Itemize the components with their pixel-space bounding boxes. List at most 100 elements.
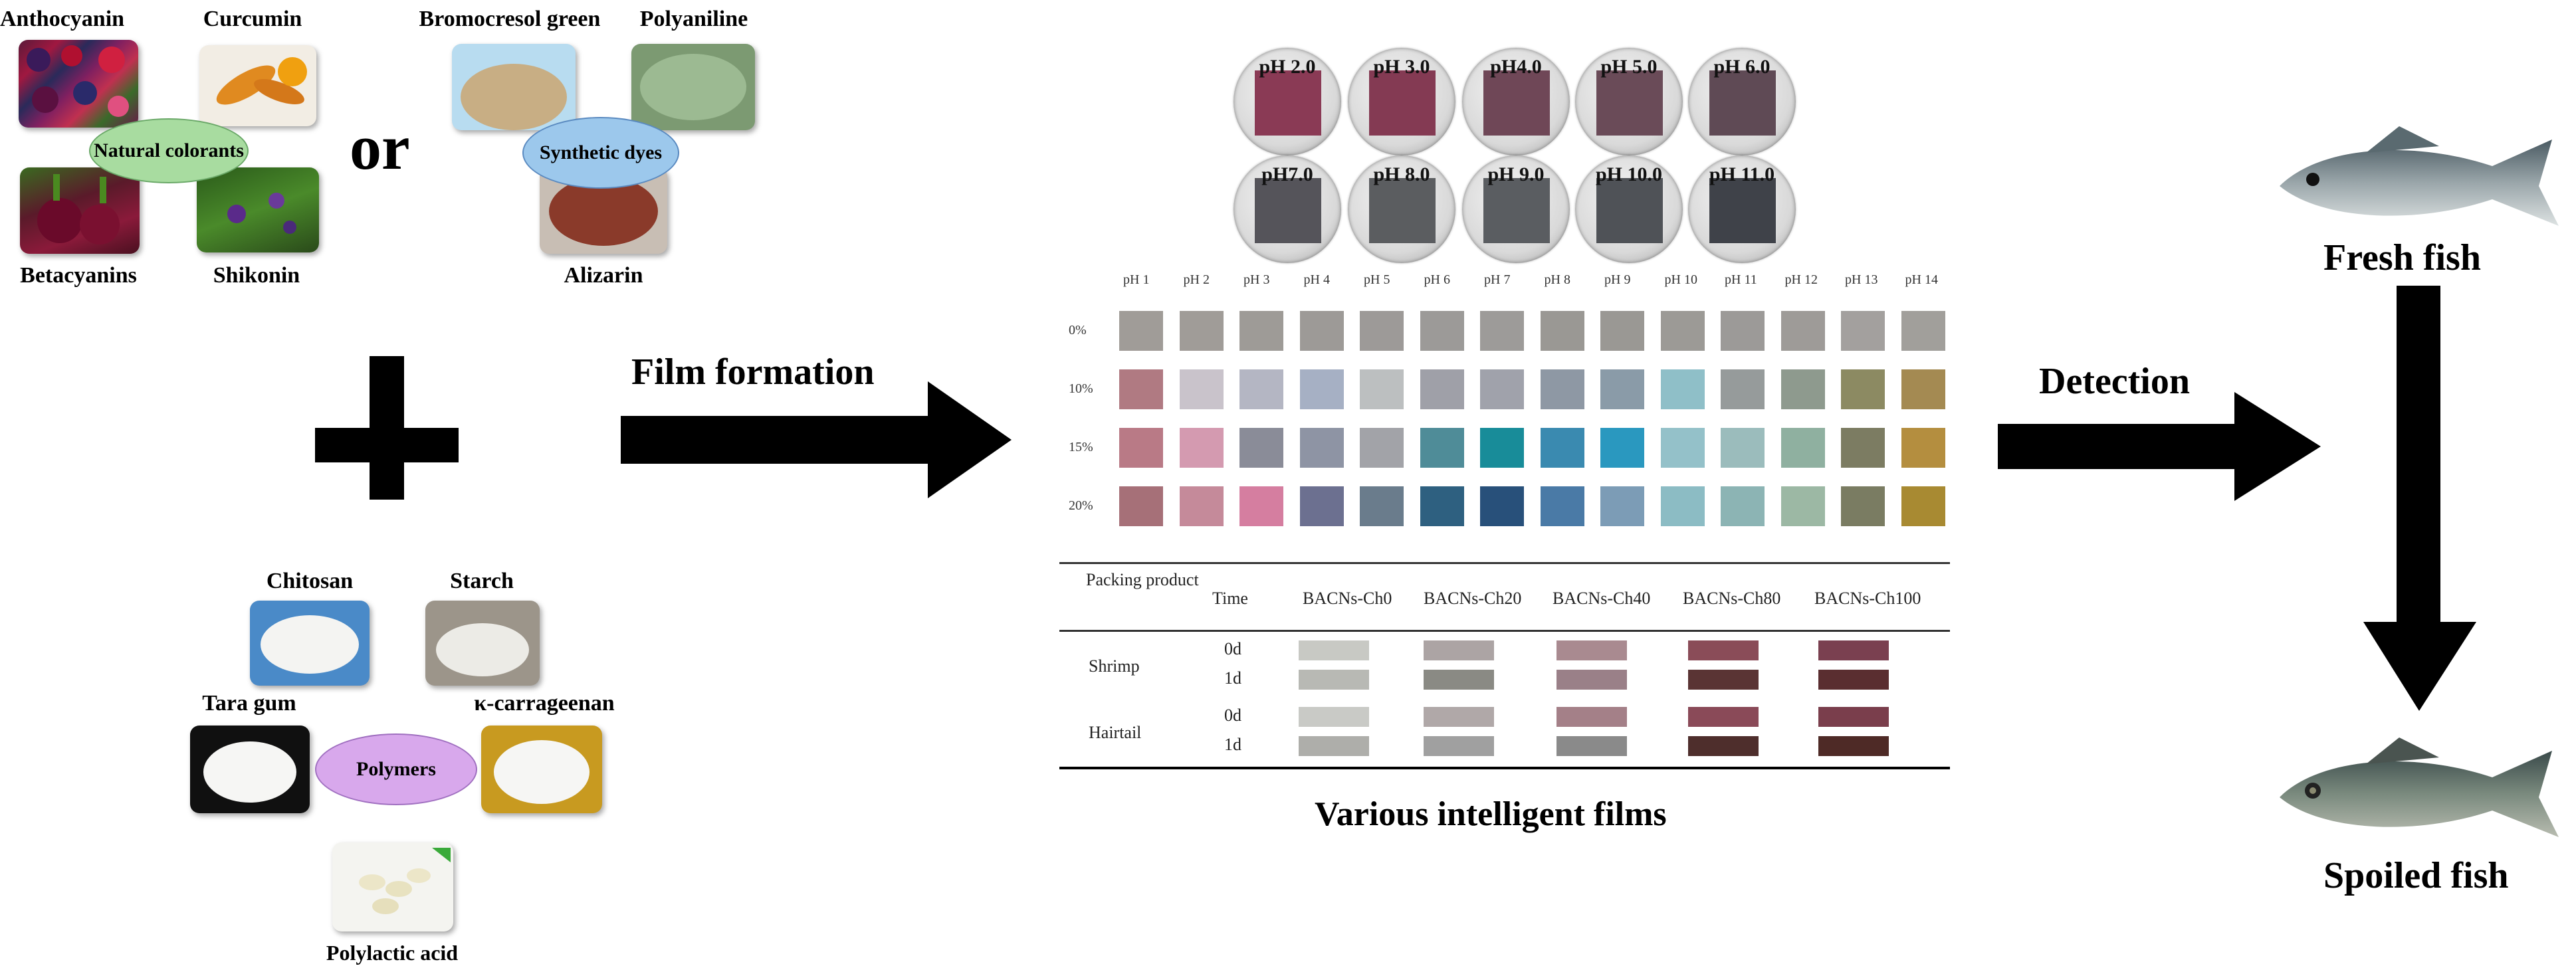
fresh-fish-label: Fresh fish [2323, 237, 2481, 278]
petri-dish: pH 2.0 [1234, 48, 1341, 155]
ph-column-header: pH 3 [1243, 272, 1270, 287]
concentration-label: 10% [1069, 381, 1093, 396]
anthocyanin-label: Anthocyanin [0, 7, 125, 31]
film-strip [1424, 736, 1494, 756]
color-swatch [1540, 311, 1584, 351]
pellets-icon [359, 848, 451, 914]
color-swatch [1841, 428, 1885, 468]
fiber-icon [640, 54, 746, 120]
color-swatch [1721, 428, 1765, 468]
product-name: Shrimp [1089, 656, 1140, 676]
color-swatch [1119, 369, 1163, 409]
color-swatch [1540, 486, 1584, 526]
petri-ph-label: pH 9.0 [1487, 163, 1545, 185]
petri-ph-label: pH 11.0 [1709, 163, 1775, 185]
color-swatch [1179, 428, 1224, 468]
film-strip [1556, 670, 1627, 690]
powder-icon [549, 177, 658, 246]
color-swatch [1841, 311, 1885, 351]
carrageenan-label: κ-carrageenan [474, 691, 615, 716]
header-ch20: BACNs-Ch20 [1424, 589, 1522, 608]
flower-plant-icon [227, 193, 296, 234]
petri-dish: pH 8.0 [1348, 155, 1455, 263]
color-swatch [1179, 369, 1224, 409]
film-formation-label: Film formation [631, 351, 875, 393]
film-strip [1299, 707, 1369, 727]
color-swatch [1480, 428, 1524, 468]
time-label: 1d [1224, 735, 1241, 754]
ph-column-header: pH 7 [1484, 272, 1511, 287]
color-swatch [1901, 428, 1945, 468]
color-swatch [1660, 369, 1705, 409]
packing-table: Packing product Time BACNs-Ch0 BACNs-Ch2… [1059, 562, 1950, 779]
plus-icon [315, 356, 459, 500]
concentration-label: 0% [1069, 323, 1087, 338]
color-swatch [1901, 369, 1945, 409]
color-swatch [1600, 428, 1644, 468]
film-swatch [1255, 178, 1321, 243]
header-time: Time [1212, 589, 1248, 608]
concentration-label: 20% [1069, 498, 1093, 513]
color-swatch [1600, 311, 1644, 351]
color-swatch [1420, 311, 1464, 351]
film-swatch [1709, 70, 1776, 136]
natural-colorants-oval: Natural colorants [89, 118, 249, 183]
color-swatch [1721, 486, 1765, 526]
film-strip [1688, 707, 1759, 727]
color-swatch [1660, 428, 1705, 468]
color-swatch [1420, 428, 1464, 468]
header-ch100: BACNs-Ch100 [1814, 589, 1921, 608]
table-bottom-rule [1059, 767, 1950, 769]
color-swatch [1360, 428, 1404, 468]
table-mid-rule [1059, 630, 1950, 632]
tara-gum-label: Tara gum [202, 691, 296, 716]
film-strip [1818, 707, 1889, 727]
spoiled-fish-label: Spoiled fish [2323, 855, 2509, 896]
color-swatch [1540, 369, 1584, 409]
or-word: or [350, 112, 410, 183]
right-arrow-icon [621, 381, 1012, 498]
curcumin-image [199, 45, 316, 126]
ph-column-header: pH 1 [1123, 272, 1150, 287]
alizarin-label: Alizarin [564, 263, 643, 288]
shikonin-label: Shikonin [213, 263, 300, 288]
petri-dish: pH7.0 [1234, 155, 1341, 263]
film-swatch [1596, 178, 1663, 243]
petri-ph-label: pH4.0 [1490, 56, 1542, 78]
color-swatch [1480, 311, 1524, 351]
ph-column-header: pH 9 [1604, 272, 1631, 287]
concentration-label: 15% [1069, 440, 1093, 454]
powder-icon [203, 741, 296, 803]
carrageenan-image [481, 726, 602, 813]
color-swatch [1299, 311, 1344, 351]
film-swatch [1483, 70, 1550, 136]
color-swatch [1239, 486, 1283, 526]
petri-dish: pH 11.0 [1688, 155, 1796, 263]
color-swatch [1299, 369, 1344, 409]
film-swatch [1369, 70, 1436, 136]
time-label: 0d [1224, 639, 1241, 658]
ph-column-header: pH 6 [1424, 272, 1450, 287]
film-strip [1299, 640, 1369, 660]
chitosan-image [250, 601, 370, 686]
color-swatch [1420, 486, 1464, 526]
color-swatch [1360, 311, 1404, 351]
petri-dish: pH 5.0 [1575, 48, 1683, 155]
petri-ph-label: pH 8.0 [1373, 163, 1430, 185]
color-swatch [1239, 369, 1283, 409]
film-swatch [1255, 70, 1321, 136]
color-swatch [1480, 486, 1524, 526]
color-swatch [1420, 369, 1464, 409]
film-strip [1556, 736, 1627, 756]
petri-dish: pH4.0 [1462, 48, 1570, 155]
fresh-fish-image [2280, 126, 2559, 226]
film-strip [1688, 736, 1759, 756]
header-ch0: BACNs-Ch0 [1303, 589, 1392, 608]
color-swatch [1780, 311, 1825, 351]
petri-ph-label: pH7.0 [1261, 163, 1313, 185]
header-ch80: BACNs-Ch80 [1683, 589, 1781, 608]
ph-column-header: pH 8 [1544, 272, 1570, 287]
powder-icon [436, 623, 529, 676]
color-swatch [1299, 428, 1344, 468]
